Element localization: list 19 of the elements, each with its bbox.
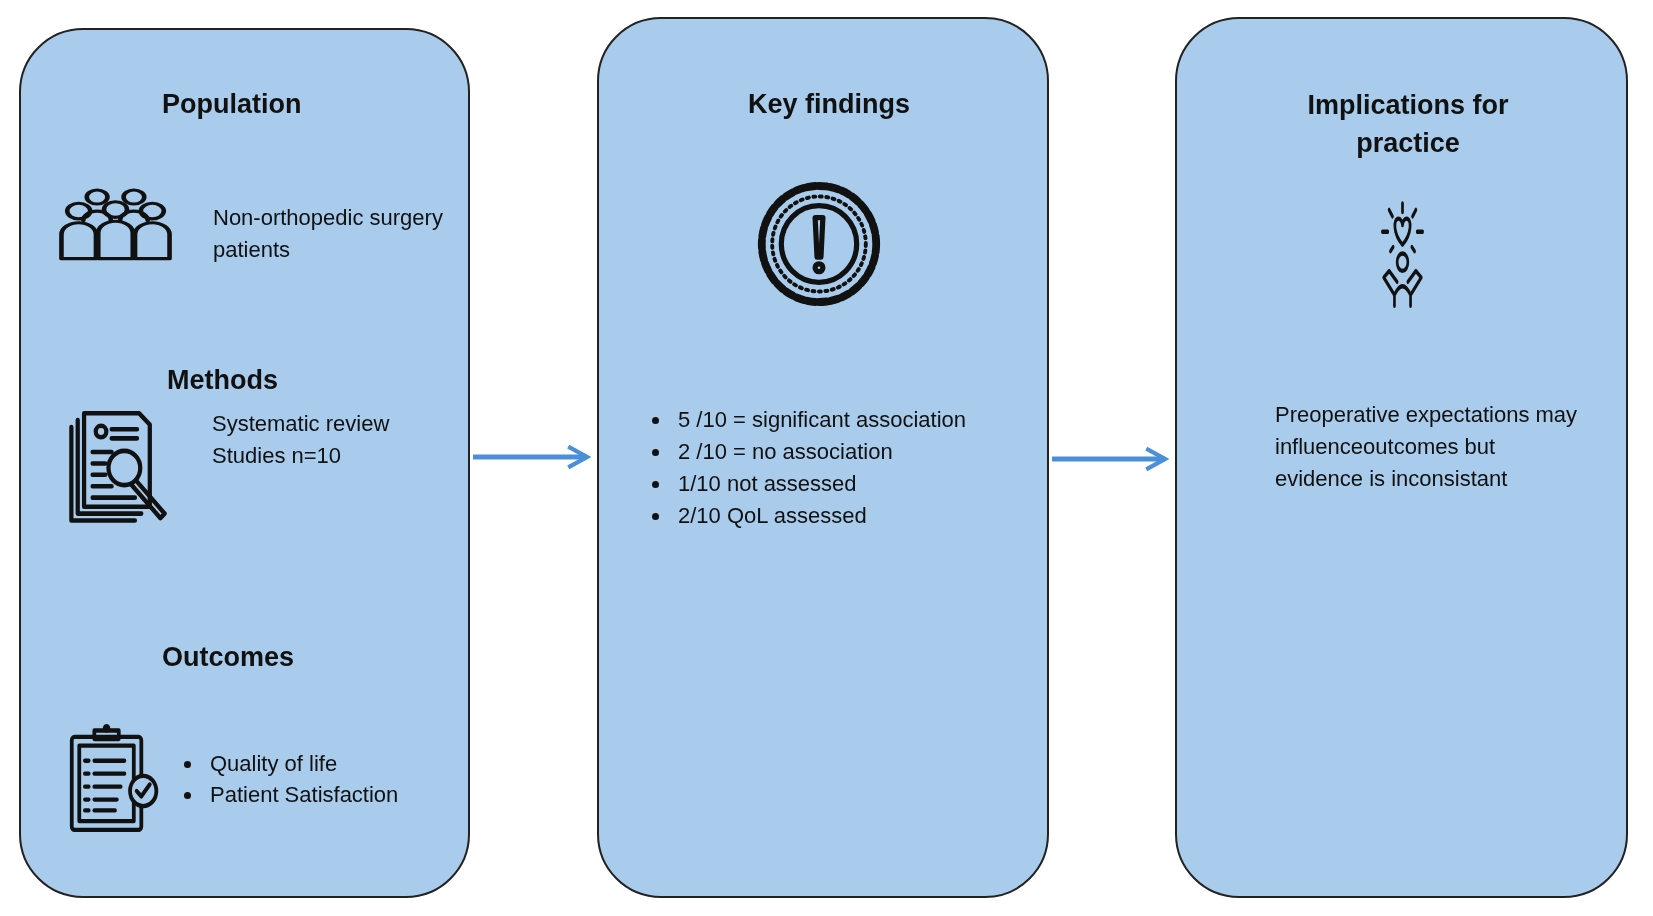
bullet-text: 2 /10 = no association xyxy=(678,438,894,466)
rounded-panel xyxy=(1175,17,1628,898)
panel-heading: Population xyxy=(162,88,303,121)
body-text: Preoperative expectations may influenceoutcomes but evidence is inconsistant xyxy=(1275,401,1579,493)
panel-heading: Key findings xyxy=(747,88,911,121)
rounded-panel xyxy=(19,28,470,898)
panel-heading: Methods xyxy=(167,364,279,397)
arrow xyxy=(1052,446,1168,472)
rounded-panel xyxy=(597,17,1049,898)
bullet-text: Patient Satisfaction xyxy=(210,781,400,809)
body-text: Systematic review Studies n=10 xyxy=(212,410,391,470)
body-text: Non-orthopedic surgery patients xyxy=(213,204,443,264)
panel-heading: Implications for practice xyxy=(1306,89,1510,160)
bullet-text: 5 /10 = significant association xyxy=(678,406,967,434)
bullet-text: Quality of life xyxy=(210,750,339,778)
bullet-text: 2/10 QoL assessed xyxy=(678,502,868,530)
bullet-text: 1/10 not assessed xyxy=(678,470,858,498)
panel-heading: Outcomes xyxy=(162,641,296,674)
arrow xyxy=(473,444,590,470)
